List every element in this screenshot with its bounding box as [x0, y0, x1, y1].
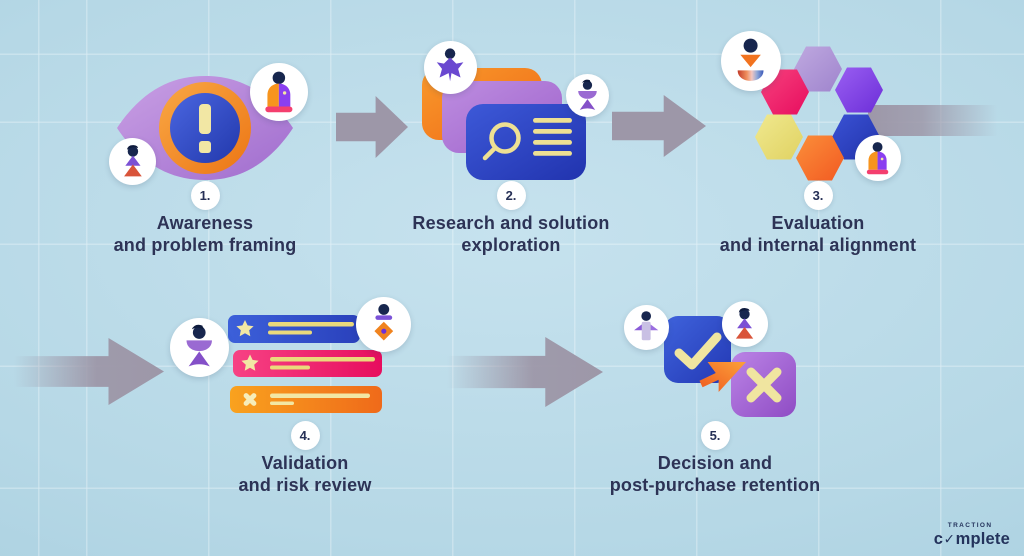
- logo-wordmark: c✓mplete: [933, 529, 1010, 548]
- arrow-step4-to-step5-icon: [447, 337, 603, 407]
- avatar-wing-person-icon: [624, 305, 669, 350]
- avatar-cup-person-icon: [250, 63, 308, 121]
- step-number-badge: 1.: [190, 181, 220, 210]
- eye-alert-icon: [117, 76, 293, 180]
- avatar-goblet-person-icon: [170, 318, 229, 377]
- step-2-label: 2. Research and solution exploration: [366, 181, 656, 257]
- step-title-line1: Evaluation: [771, 213, 865, 233]
- checklist-bars-icon: [228, 315, 382, 413]
- star-icon: [236, 320, 254, 337]
- step-title-line1: Decision and: [657, 453, 773, 473]
- arrow-step1-to-step2-icon: [336, 96, 408, 158]
- step-number-badge: 2.: [496, 181, 526, 210]
- check-icon: ✓: [943, 531, 956, 547]
- step-number-badge: 5.: [700, 421, 730, 450]
- avatar-cup-person-icon: [855, 135, 901, 181]
- avatar-rainbow-bowl-person-icon: [721, 31, 781, 91]
- avatar-star-person-icon: [424, 41, 477, 94]
- step-title-line2: post-purchase retention: [609, 474, 821, 495]
- avatar-triangle-person-icon: [722, 301, 768, 347]
- hexagon-cluster-icon: [755, 46, 883, 181]
- arrow-step3-exit-icon: [868, 105, 1004, 136]
- step-title-line2: and problem framing: [113, 234, 297, 255]
- step-number-badge: 3.: [803, 181, 833, 210]
- list-lines-icon: [533, 118, 572, 156]
- x-mark-icon: [243, 393, 257, 406]
- step-title-line1: Research and solution: [412, 213, 610, 233]
- avatar-triangle-person-icon: [109, 138, 156, 185]
- step-title-line1: Validation: [261, 453, 349, 473]
- star-icon: [241, 354, 259, 371]
- avatar-goblet-person-icon: [566, 74, 609, 117]
- step-5-label: 5. Decision and post-purchase retention: [570, 421, 860, 497]
- step-title-line2: exploration: [461, 234, 561, 255]
- arrow-step2-to-step3-icon: [612, 95, 706, 157]
- exclamation-icon: [199, 104, 211, 153]
- arrow-row2-entry-icon: [14, 338, 164, 405]
- step-1-label: 1. Awareness and problem framing: [60, 181, 350, 257]
- logo-top-text: TRACTION: [947, 522, 993, 530]
- step-title-line1: Awareness: [156, 213, 254, 233]
- step-3-label: 3. Evaluation and internal alignment: [673, 181, 963, 257]
- step-title-line2: and internal alignment: [719, 234, 917, 255]
- cursor-icon: [699, 362, 746, 393]
- avatar-diamond-person-icon: [356, 297, 411, 352]
- search-icon: [482, 122, 521, 161]
- traction-complete-logo: TRACTION c✓mplete: [934, 523, 1010, 548]
- step-title-line2: and risk review: [238, 474, 372, 495]
- step-number-badge: 4.: [290, 421, 320, 450]
- step-4-label: 4. Validation and risk review: [160, 421, 450, 497]
